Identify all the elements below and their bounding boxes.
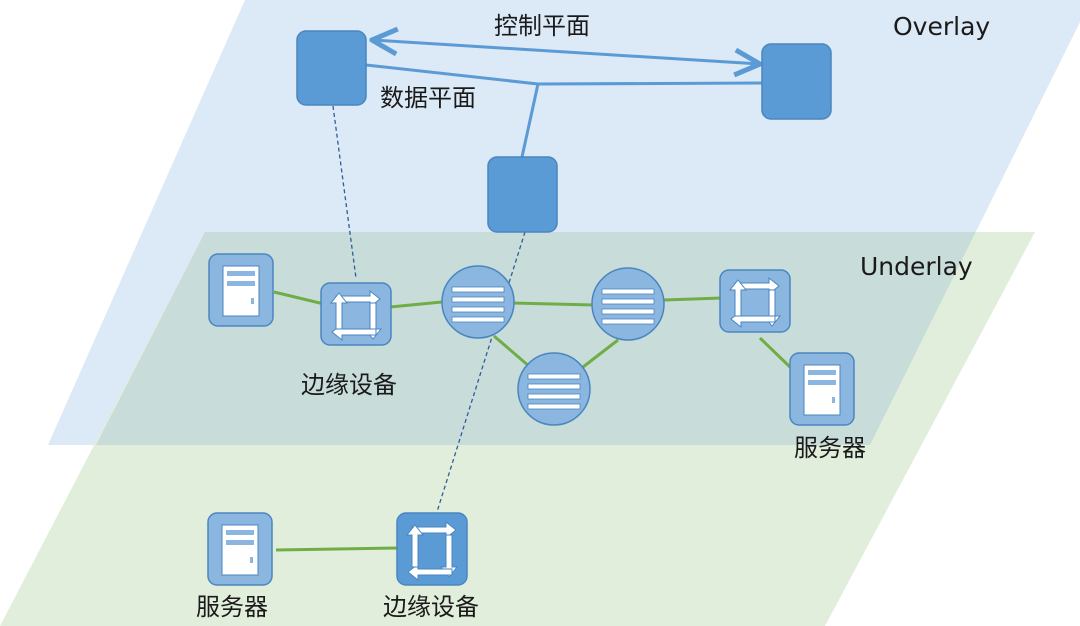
- data-plane-link-center: [520, 83, 540, 158]
- core-router-icon: [441, 265, 515, 339]
- server-label-bottom: 服务器: [196, 593, 268, 621]
- data-plane-link-right: [537, 81, 763, 86]
- underlay-label: Underlay: [860, 252, 973, 281]
- edge-switch-icon: [320, 282, 392, 346]
- link-router1-router2: [511, 301, 595, 307]
- link-server-edge-bottom: [275, 546, 401, 552]
- data-plane-link-left: [365, 63, 539, 86]
- server-icon: [208, 253, 274, 327]
- overlay-node-left: [296, 30, 367, 106]
- virtual-link-left: [332, 105, 357, 279]
- edge-device-label-bottom: 边缘设备: [383, 593, 479, 621]
- data-plane-label: 数据平面: [380, 84, 476, 112]
- virtual-link-center: [435, 231, 526, 516]
- overlay-node-right: [761, 43, 832, 120]
- edge-switch-icon-bottom: [396, 512, 468, 586]
- edge-switch-icon: [719, 269, 791, 333]
- core-router-icon: [517, 352, 591, 426]
- control-plane-arrow: [372, 40, 760, 64]
- server-label: 服务器: [794, 434, 866, 462]
- link-router1-router3: [493, 334, 531, 369]
- server-icon: [207, 512, 273, 586]
- control-plane-label: 控制平面: [494, 12, 590, 40]
- overlay-node-center: [487, 156, 558, 233]
- edge-device-label: 边缘设备: [301, 371, 397, 399]
- link-server-edge: [273, 290, 325, 306]
- core-router-icon: [591, 267, 665, 341]
- overlay-label: Overlay: [893, 12, 991, 41]
- server-icon: [789, 352, 855, 426]
- link-edge-router1: [389, 300, 443, 309]
- link-router2-router3: [582, 338, 619, 369]
- link-edge-server-right: [758, 336, 792, 369]
- link-router2-edge: [663, 296, 723, 302]
